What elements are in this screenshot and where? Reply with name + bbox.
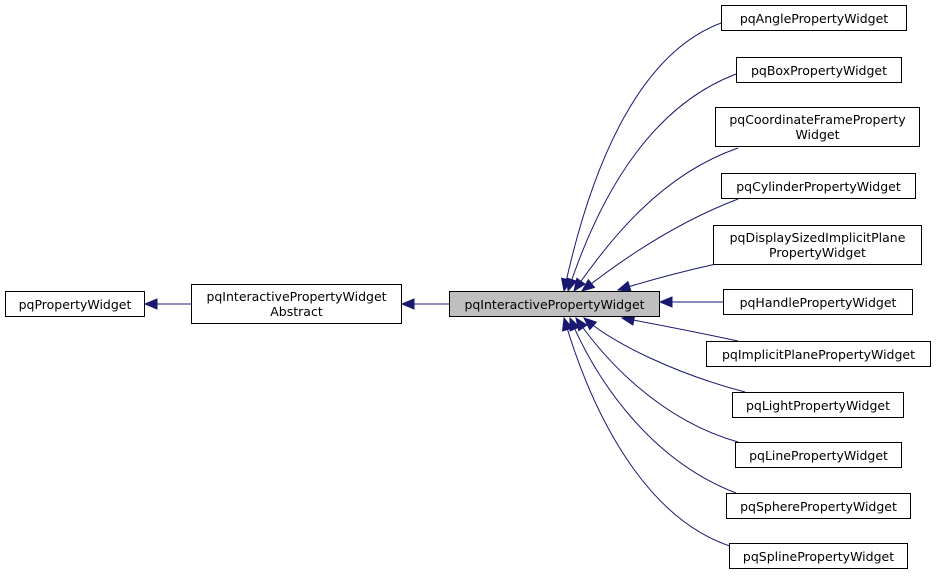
inheritance-arrowhead xyxy=(580,278,596,292)
node-pq-coordinate-frame-property-widget[interactable]: pqCoordinateFrameProperty Widget xyxy=(715,107,920,147)
edge-coordinate-frame xyxy=(573,147,739,292)
node-label-line-1: pqCoordinateFrameProperty xyxy=(729,112,906,127)
node-pq-line-property-widget[interactable]: pqLinePropertyWidget xyxy=(735,442,902,468)
edge-angle xyxy=(563,17,739,292)
inheritance-arrowhead xyxy=(561,316,574,332)
node-pq-box-property-widget[interactable]: pqBoxPropertyWidget xyxy=(736,57,902,83)
node-pq-angle-property-widget[interactable]: pqAnglePropertyWidget xyxy=(721,5,907,31)
inheritance-arrowhead xyxy=(573,277,586,293)
edge-line xyxy=(575,317,739,443)
node-pq-cylinder-property-widget[interactable]: pqCylinderPropertyWidget xyxy=(721,173,916,199)
node-pq-light-property-widget[interactable]: pqLightPropertyWidget xyxy=(732,392,904,418)
node-label: pqHandlePropertyWidget xyxy=(739,294,897,310)
inheritance-arrowhead xyxy=(583,317,598,331)
node-label: pqAnglePropertyWidget xyxy=(739,10,889,26)
inheritance-arrowhead xyxy=(616,280,632,292)
edge-spline xyxy=(563,317,737,549)
node-label-line-2: PropertyWidget xyxy=(769,245,866,260)
node-label: pqSpherePropertyWidget xyxy=(740,498,897,514)
edge-sphere xyxy=(569,317,737,494)
inheritance-arrowhead xyxy=(566,277,578,293)
node-pq-sphere-property-widget[interactable]: pqSpherePropertyWidget xyxy=(726,493,911,519)
node-label-line-2: Widget xyxy=(795,127,840,142)
node-pq-implicit-plane-property-widget[interactable]: pqImplicitPlanePropertyWidget xyxy=(706,341,931,367)
edge-implicit-plane xyxy=(621,317,739,342)
node-label: pqLightPropertyWidget xyxy=(746,397,890,413)
edge-cylinder xyxy=(581,198,739,292)
node-label: pqBoxPropertyWidget xyxy=(750,62,888,78)
node-label-line-1: pqDisplaySizedImplicitPlane xyxy=(729,230,906,245)
inheritance-arrowhead xyxy=(658,296,673,308)
inheritance-arrowhead xyxy=(143,298,158,310)
node-pq-interactive-property-widget-abstract[interactable]: pqInteractivePropertyWidget Abstract xyxy=(191,284,402,324)
node-label: pqCylinderPropertyWidget xyxy=(736,178,901,194)
node-label: pqImplicitPlanePropertyWidget xyxy=(721,346,916,362)
node-label: pqPropertyWidget xyxy=(18,296,132,312)
node-pq-spline-property-widget[interactable]: pqSplinePropertyWidget xyxy=(729,543,908,569)
edge-light xyxy=(583,317,746,393)
node-label: pqSplinePropertyWidget xyxy=(742,548,895,564)
inheritance-arrowhead xyxy=(400,298,415,310)
node-label-line-2: Abstract xyxy=(270,304,323,319)
node-pq-handle-property-widget[interactable]: pqHandlePropertyWidget xyxy=(723,289,913,315)
edge-box xyxy=(567,69,749,292)
edge-display-sized-implicit-plane xyxy=(617,263,717,291)
node-pq-display-sized-implicit-plane-property-widget[interactable]: pqDisplaySizedImplicitPlane PropertyWidg… xyxy=(713,225,922,265)
node-label-line-1: pqInteractivePropertyWidget xyxy=(206,289,387,304)
node-label: pqInteractivePropertyWidget xyxy=(464,296,645,312)
node-pq-property-widget[interactable]: pqPropertyWidget xyxy=(5,291,145,317)
node-label: pqLinePropertyWidget xyxy=(749,447,888,463)
node-pq-interactive-property-widget-current: pqInteractivePropertyWidget xyxy=(449,291,660,317)
